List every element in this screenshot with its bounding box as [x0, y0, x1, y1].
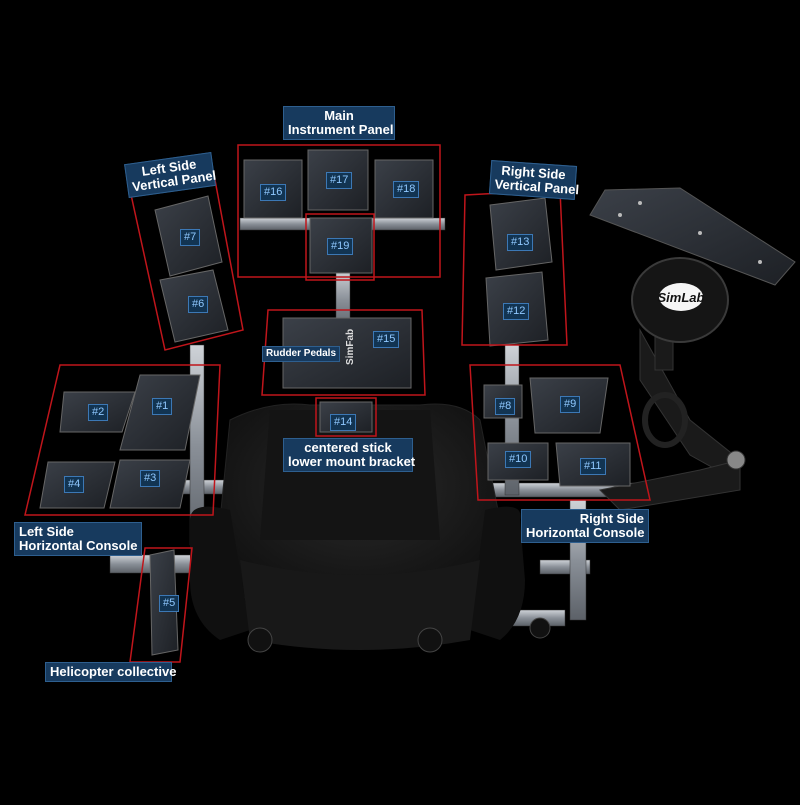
- plate-tag-11: #11: [580, 458, 606, 475]
- plate-tag-18: #18: [393, 181, 420, 198]
- plate-tag-5: #5: [159, 595, 180, 612]
- label-right-horizontal-console: Right Side Horizontal Console: [521, 509, 649, 543]
- plate-tag-17: #17: [326, 172, 353, 189]
- plate-tag-1: #1: [152, 398, 173, 415]
- label-main-instrument-panel: Main Instrument Panel: [283, 106, 395, 140]
- plate-tag-4: #4: [64, 476, 85, 493]
- plate-tag-8: #8: [495, 398, 516, 415]
- plate-tag-7: #7: [180, 229, 201, 246]
- label-centered-stick-bracket: centered stick lower mount bracket: [283, 438, 415, 472]
- plate-tag-3: #3: [140, 470, 161, 487]
- plate-tag-9: #9: [560, 396, 581, 413]
- plate-tag-6: #6: [188, 296, 209, 313]
- label-right-vertical-panel: Right Side Vertical Panel: [488, 160, 580, 200]
- simfab-brand-text: SimFab: [345, 329, 356, 365]
- label-rudder-pedals: Rudder Pedals: [262, 346, 341, 362]
- label-left-horizontal-console: Left Side Horizontal Console: [14, 522, 142, 556]
- plate-tag-19: #19: [327, 238, 354, 255]
- tray-plate: [589, 187, 796, 286]
- plate-tag-12: #12: [503, 303, 530, 320]
- plate-tag-2: #2: [88, 404, 109, 421]
- plate-tag-16: #16: [260, 184, 287, 201]
- plate-tag-13: #13: [507, 234, 534, 251]
- plate-tag-10: #10: [505, 451, 532, 468]
- plate-tag-15: #15: [373, 331, 400, 348]
- simlab-logo-text: SimLab: [658, 290, 705, 305]
- label-helicopter-collective: Helicopter collective: [45, 662, 176, 682]
- plate-tag-14: #14: [330, 414, 357, 431]
